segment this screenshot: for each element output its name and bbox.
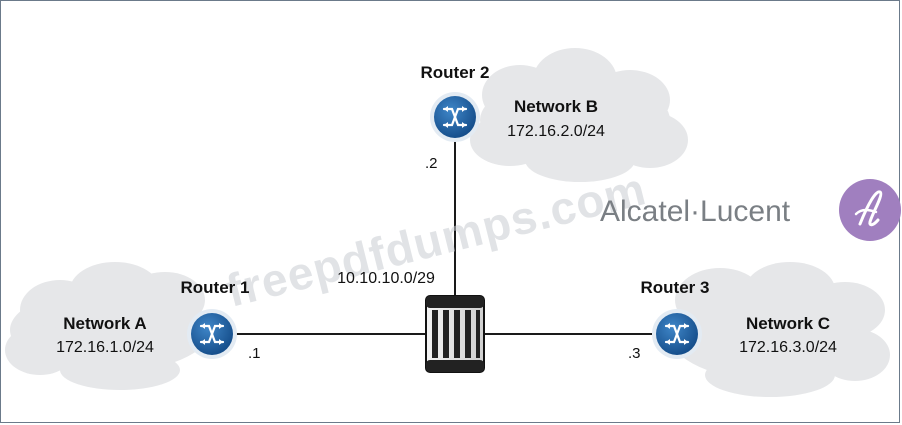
cloud-icon-network-a [5,262,210,390]
cloud-icon-network-c [670,262,890,397]
router-1-label: Router 1 [181,278,250,297]
router-1-iface-label: .1 [248,345,261,362]
transit-subnet-label: 10.10.10.0/29 [337,270,435,287]
router-2-iface-label: .2 [425,155,438,172]
router-icon-router-2[interactable] [428,90,482,144]
network-c-name: Network C [746,314,830,333]
router-3-label: Router 3 [641,278,710,297]
network-c-prefix: 172.16.3.0/24 [739,339,837,356]
router-3-iface-label: .3 [628,345,641,362]
router-icon-router-3[interactable] [650,307,704,361]
alcatel-lucent-logo-icon [839,179,901,241]
network-b-name: Network B [514,97,598,116]
network-a-name: Network A [63,314,146,333]
router-icon-router-1[interactable] [185,307,239,361]
watermark-text: freepdfdumps.com [221,162,651,316]
network-b-prefix: 172.16.2.0/24 [507,123,605,140]
links [236,140,652,335]
brand-name: Alcatel·Lucent [600,195,791,228]
switch-icon [425,295,485,373]
cloud-icon-network-b [470,48,688,182]
router-2-label: Router 2 [421,63,490,82]
network-a-prefix: 172.16.1.0/24 [56,339,154,356]
